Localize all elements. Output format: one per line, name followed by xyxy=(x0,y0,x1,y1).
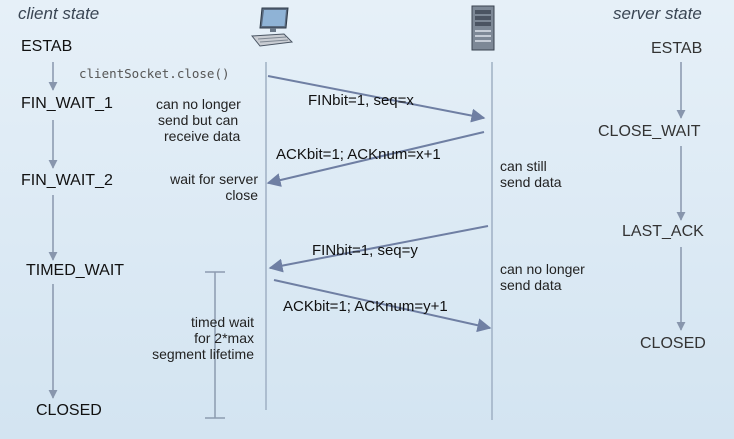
ack2-arrow xyxy=(273,279,492,333)
ack1-label: ACKbit=1; ACKnum=x+1 xyxy=(276,146,441,163)
ack2-label: ACKbit=1; ACKnum=y+1 xyxy=(283,298,448,315)
client-computer-icon xyxy=(250,6,294,55)
note-timed-wait: timed wait for 2*max segment lifetime xyxy=(152,314,254,363)
client-state-fin-wait-1: FIN_WAIT_1 xyxy=(21,95,113,112)
ack1-arrow xyxy=(266,131,485,187)
note-server-still-send: can still send data xyxy=(500,158,562,191)
fin2-label: FINbit=1, seq=y xyxy=(312,242,418,259)
client-state-estab: ESTAB xyxy=(21,38,73,55)
close-call-label: clientSocket.close() xyxy=(79,66,230,81)
server-state-closed: CLOSED xyxy=(640,335,706,352)
client-state-header: client state xyxy=(18,4,100,23)
fin1-arrow xyxy=(267,75,486,123)
note-fin-wait-2: wait for server close xyxy=(170,171,258,204)
client-state-closed: CLOSED xyxy=(36,402,102,419)
server-state-close-wait: CLOSE_WAIT xyxy=(598,123,701,140)
note-fin-wait-1: can no longer send but can receive data xyxy=(156,96,241,145)
client-state-fin-wait-2: FIN_WAIT_2 xyxy=(21,172,113,189)
server-state-header: server state xyxy=(613,4,702,23)
server-tower-icon xyxy=(468,4,498,57)
fin1-label: FINbit=1, seq=x xyxy=(308,92,414,109)
server-state-last-ack: LAST_ACK xyxy=(622,223,704,240)
client-state-timed-wait: TIMED_WAIT xyxy=(26,262,125,279)
fin2-arrow xyxy=(268,225,489,273)
note-server-no-longer-send: can no longer send data xyxy=(500,261,585,294)
server-state-estab: ESTAB xyxy=(651,40,703,57)
